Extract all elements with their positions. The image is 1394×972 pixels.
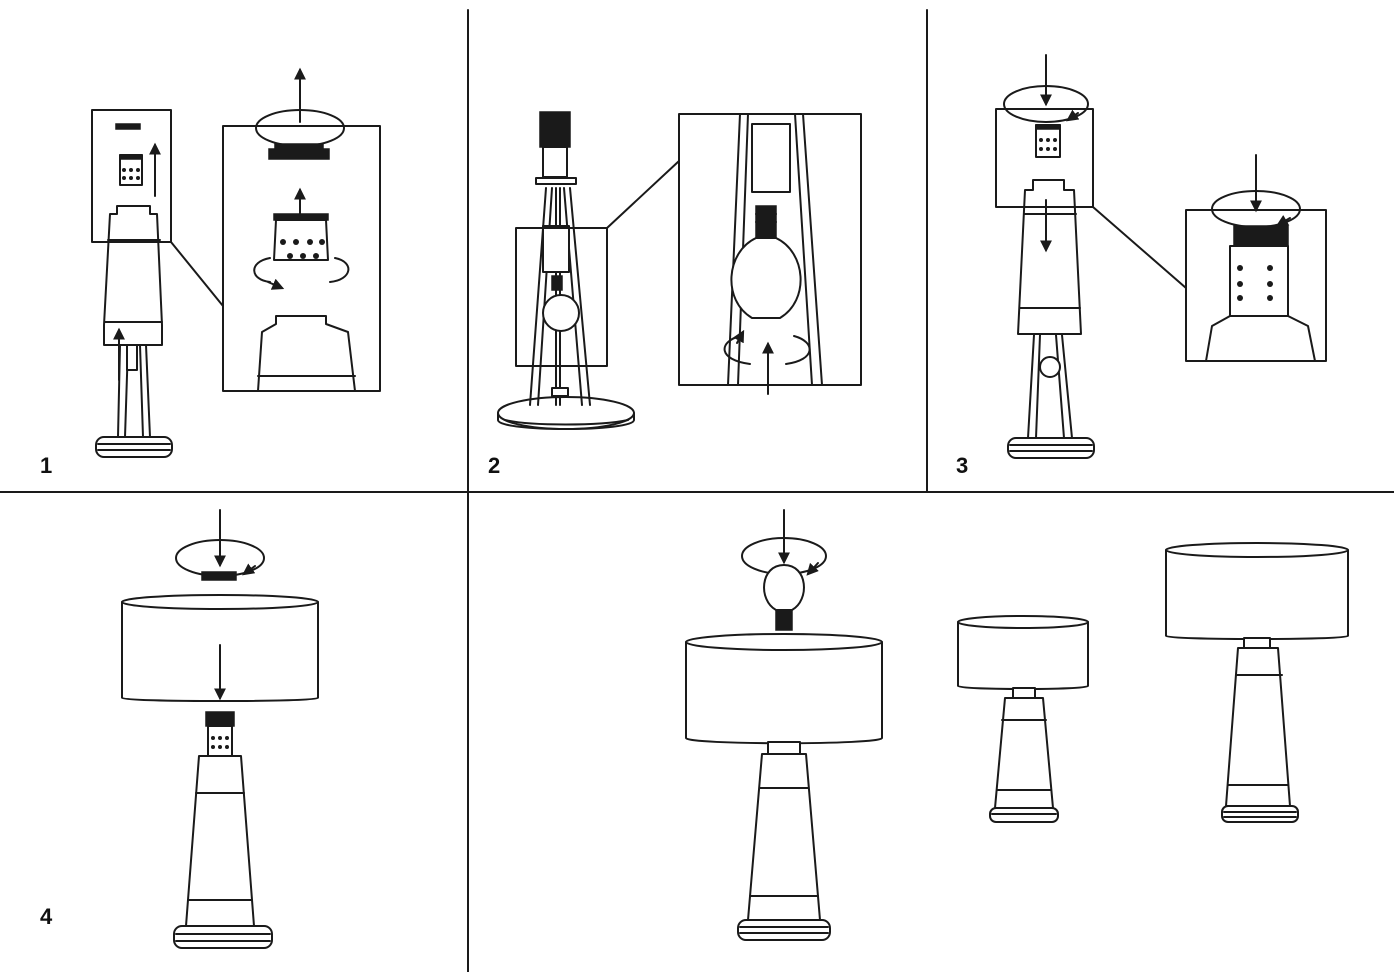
step-3-number: 3 <box>956 453 968 478</box>
step-3-illustration <box>996 55 1326 458</box>
light-bulb-icon <box>764 565 804 630</box>
lamp-base-icon <box>96 342 172 457</box>
step-1-number: 1 <box>40 453 52 478</box>
step-2-illustration <box>498 112 861 429</box>
step-2-number: 2 <box>488 453 500 478</box>
final-lamp-with-bulb <box>686 510 882 940</box>
step-4-number: 4 <box>40 904 53 929</box>
step-1-illustration <box>92 70 380 457</box>
small-lamp-variant <box>958 616 1088 822</box>
step-4-illustration <box>122 510 318 948</box>
large-lamp-variant <box>1166 543 1348 822</box>
